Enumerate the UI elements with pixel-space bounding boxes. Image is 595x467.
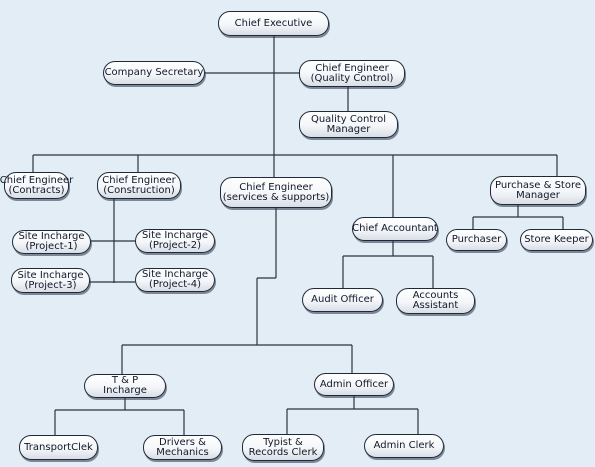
node-accounts-assistant[interactable]: Accounts Assistant <box>396 288 475 314</box>
node-store-keeper[interactable]: Store Keeper <box>520 229 593 251</box>
node-chief-engineer-quality-control[interactable]: Chief Engineer (Quality Control) <box>299 60 405 87</box>
node-site-incharge-project-4[interactable]: Site Incharge (Project-4) <box>135 268 215 292</box>
node-chief-accountant[interactable]: Chief Accountant <box>352 217 438 241</box>
node-audit-officer[interactable]: Audit Officer <box>302 288 383 312</box>
node-tp-incharge[interactable]: T & P Incharge <box>84 374 166 398</box>
node-admin-clerk[interactable]: Admin Clerk <box>364 434 444 458</box>
node-chief-engineer-services-supports[interactable]: Chief Engineer (services & supports) <box>220 177 332 208</box>
node-chief-executive[interactable]: Chief Executive <box>218 11 329 36</box>
node-purchase-store-manager[interactable]: Purchase & Store Manager <box>490 176 586 205</box>
node-site-incharge-project-1[interactable]: Site Incharge (Project-1) <box>12 230 91 254</box>
node-typist-records-clerk[interactable]: Typist & Records Clerk <box>242 434 324 461</box>
node-purchaser[interactable]: Purchaser <box>446 229 507 251</box>
node-chief-engineer-construction[interactable]: Chief Engineer (Construction) <box>97 172 181 199</box>
node-admin-officer[interactable]: Admin Officer <box>314 373 394 396</box>
node-site-incharge-project-2[interactable]: Site Incharge (Project-2) <box>135 229 215 253</box>
node-drivers-mechanics[interactable]: Drivers & Mechanics <box>143 435 222 460</box>
node-quality-control-manager[interactable]: Quality Control Manager <box>299 111 398 138</box>
node-chief-engineer-contracts[interactable]: Chief Engineer (Contracts) <box>0 172 73 199</box>
node-transport-clerk[interactable]: TransportClek <box>19 435 98 460</box>
node-site-incharge-project-3[interactable]: Site Incharge (Project-3) <box>11 268 90 293</box>
node-company-secretary[interactable]: Company Secretary <box>103 61 205 85</box>
